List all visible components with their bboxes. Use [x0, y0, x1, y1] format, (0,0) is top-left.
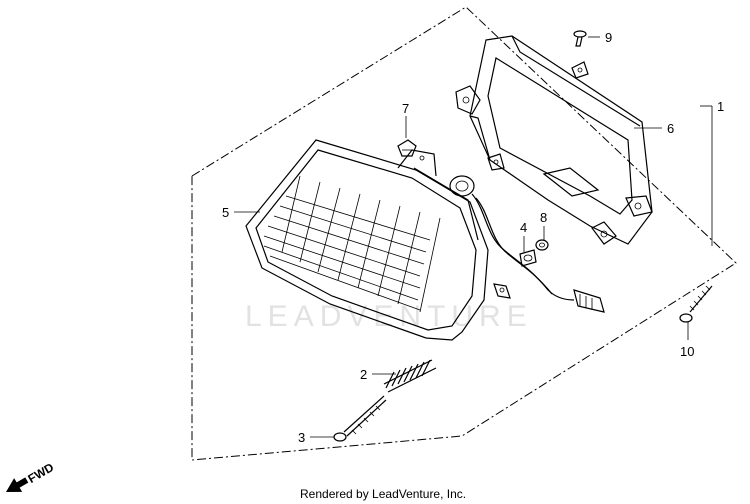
fwd-arrow-icon	[6, 477, 29, 492]
leader-lines	[234, 36, 713, 438]
assembly-frame	[191, 6, 737, 461]
headlight-case	[455, 35, 653, 245]
part-4-grommet	[519, 249, 537, 267]
callout-8: 8	[540, 210, 547, 225]
part-7-nut	[397, 139, 417, 157]
part-10-screw	[679, 285, 713, 323]
callout-2: 2	[360, 367, 367, 382]
fwd-label: FWD	[26, 460, 57, 486]
callout-4: 4	[520, 220, 527, 235]
fwd-indicator: FWD	[6, 460, 57, 492]
callout-5: 5	[222, 205, 229, 220]
callout-6: 6	[667, 121, 674, 136]
callout-3: 3	[298, 430, 305, 445]
footer-credit: Rendered by LeadVenture, Inc.	[300, 487, 466, 501]
part-9-screw	[573, 30, 587, 47]
part-8-collar	[535, 239, 549, 251]
callout-7: 7	[402, 101, 409, 116]
callout-9: 9	[605, 30, 612, 45]
callout-1: 1	[717, 99, 724, 114]
part-3-adjusting-screw	[333, 395, 387, 442]
callout-10: 10	[680, 344, 694, 359]
part-2-spring	[383, 359, 437, 393]
headlight-unit	[245, 139, 605, 341]
